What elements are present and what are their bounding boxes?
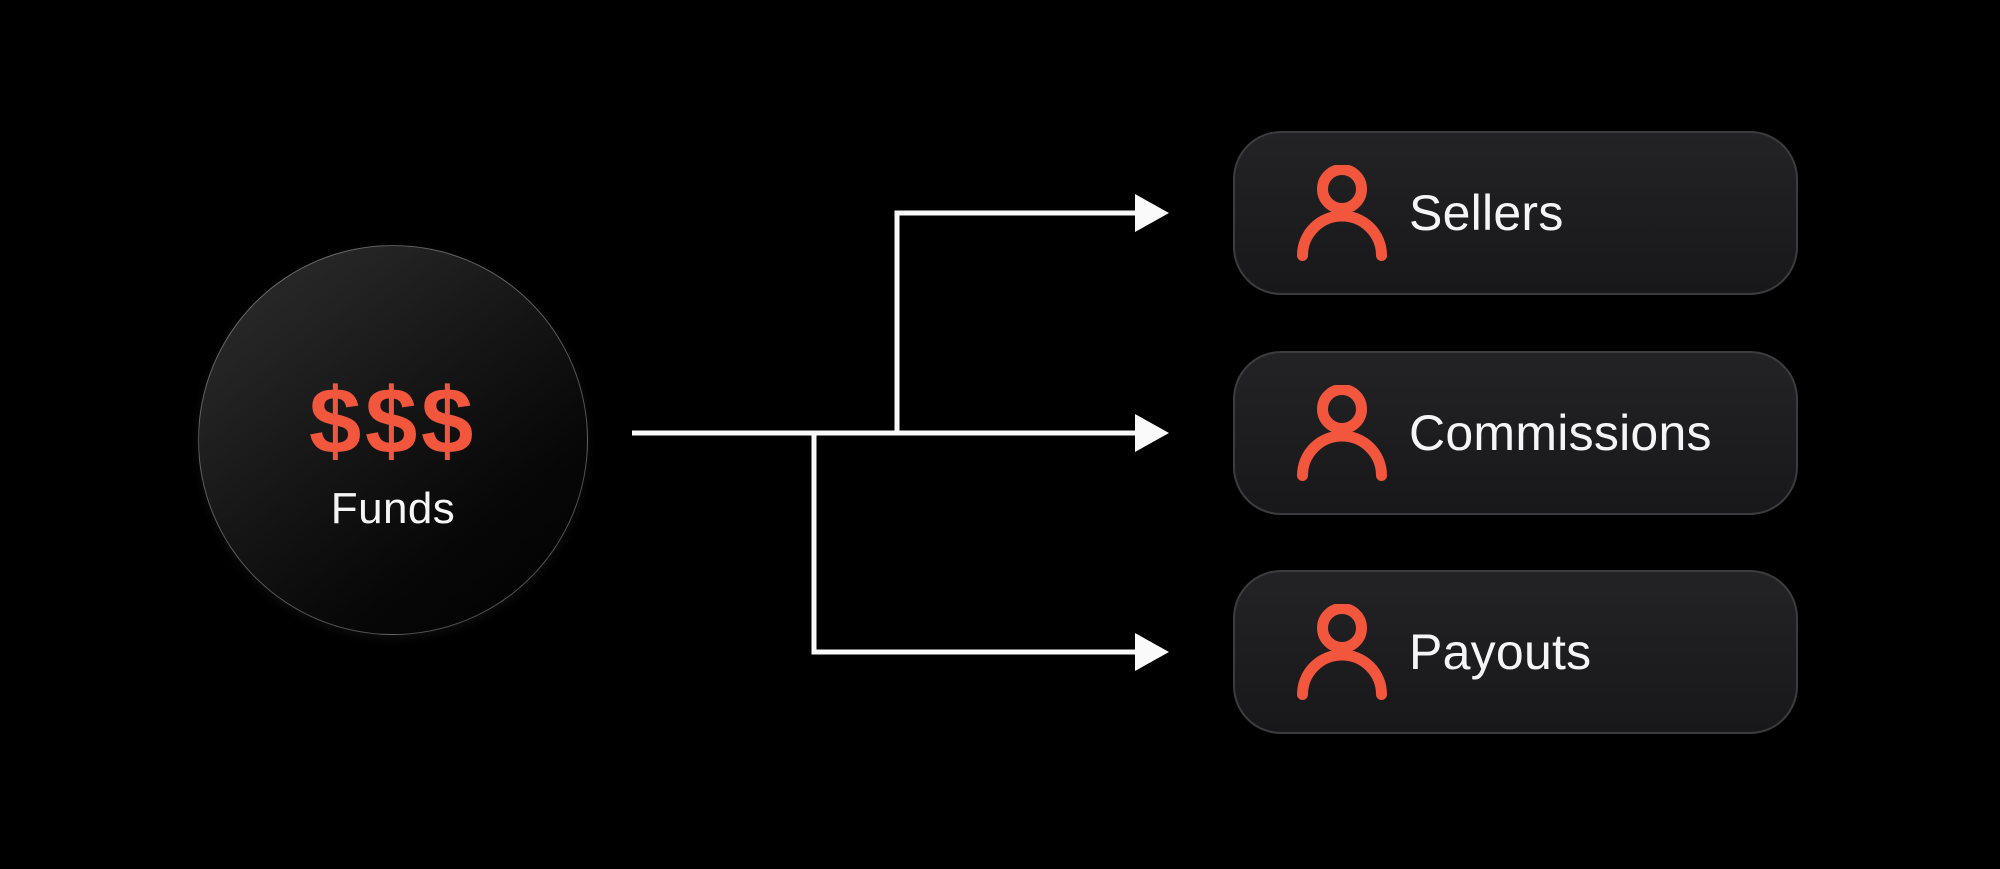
node-label-commissions: Commissions xyxy=(1409,405,1712,461)
funds-node: $$$ Funds xyxy=(198,245,588,635)
edge-funds-sellers xyxy=(894,210,1137,433)
person-icon xyxy=(1297,385,1387,481)
node-label-payouts: Payouts xyxy=(1409,624,1592,680)
funds-label: Funds xyxy=(330,484,456,533)
node-card-commissions: Commissions xyxy=(1233,351,1798,515)
arrowhead-commissions xyxy=(1135,414,1169,452)
node-card-payouts: Payouts xyxy=(1233,570,1798,734)
person-icon xyxy=(1297,165,1387,261)
arrowhead-payouts xyxy=(1135,633,1169,671)
edge-funds-payouts xyxy=(811,431,1137,655)
arrowhead-sellers xyxy=(1135,194,1169,232)
node-card-sellers: Sellers xyxy=(1233,131,1798,295)
node-label-sellers: Sellers xyxy=(1409,185,1564,241)
person-icon xyxy=(1297,604,1387,700)
dollar-signs-symbol: $$$ xyxy=(308,368,478,473)
funds-node-content: $$$ Funds xyxy=(309,374,477,534)
